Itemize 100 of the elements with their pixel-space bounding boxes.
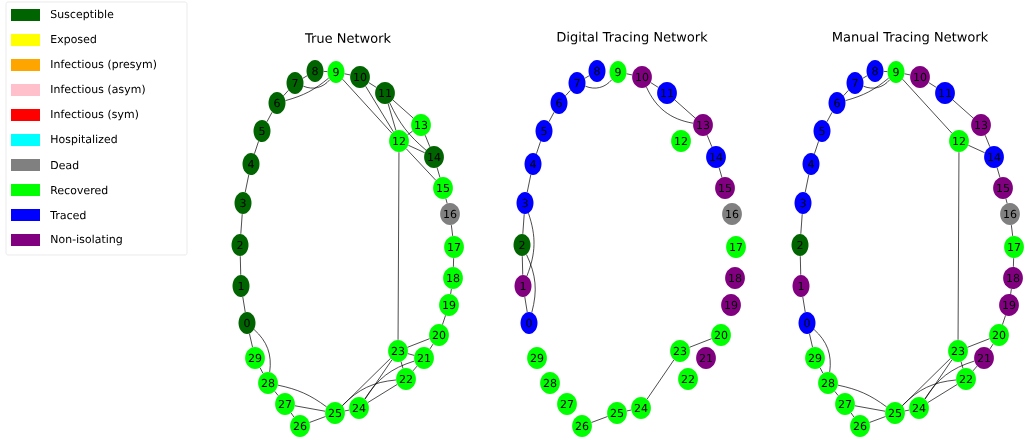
network-node: 23: [388, 340, 408, 362]
network-edge: [242, 296, 246, 313]
network-node: 25: [325, 402, 345, 424]
network-node: 17: [726, 236, 746, 258]
network-edge: [799, 255, 802, 276]
network-edge: [819, 367, 824, 374]
network-node: 22: [956, 368, 976, 390]
network-node: 28: [258, 372, 278, 394]
network-edge: [834, 390, 839, 397]
network-edge: [924, 359, 953, 400]
legend-label: Recovered: [51, 185, 108, 195]
network-node: 5: [535, 120, 553, 142]
network-node: 10: [910, 66, 930, 88]
network-edge: [368, 82, 377, 88]
network-node: 1: [792, 275, 810, 297]
network-node: 5: [813, 120, 831, 142]
network-edge: [548, 111, 555, 123]
network-node: 11: [935, 82, 955, 104]
network-edge: [845, 77, 890, 101]
network-edge: [902, 358, 951, 406]
network-node: 23: [670, 340, 690, 362]
network-node: 17: [444, 236, 464, 258]
network-edge: [809, 333, 813, 348]
network-edge: [436, 167, 441, 178]
network-edge: [826, 111, 833, 123]
network-edge: [365, 85, 394, 133]
legend-label: Traced: [50, 210, 86, 220]
network-node: 16: [722, 203, 742, 225]
network-edge: [303, 79, 331, 89]
network-edge: [904, 73, 911, 76]
network-node: 21: [696, 347, 716, 369]
network-edge: [837, 384, 887, 408]
network-edge: [240, 213, 243, 235]
network-node: 6: [550, 92, 568, 114]
network-node: 9: [609, 61, 627, 83]
network-node: 15: [433, 177, 453, 199]
network-node: 14: [984, 146, 1004, 168]
network-edge: [869, 416, 886, 423]
network-node: 16: [440, 203, 460, 225]
network-node: 14: [424, 146, 444, 168]
legend-label: Non-isolating: [51, 234, 122, 246]
network-node: 29: [805, 347, 825, 369]
network-node: 9: [887, 61, 905, 83]
network-node: 9: [327, 61, 345, 83]
network-edge: [342, 358, 391, 406]
network-node: 18: [1003, 267, 1023, 289]
network-node: 7: [286, 72, 304, 94]
network-edge: [883, 71, 888, 72]
network-node: 12: [389, 130, 409, 152]
network-edge: [1011, 224, 1013, 237]
network-edge: [646, 86, 694, 124]
network-edge: [249, 333, 253, 348]
network-node: 24: [631, 397, 651, 419]
panel-title: Manual Tracing Network: [833, 31, 989, 45]
network-edge: [253, 329, 271, 373]
network-edge: [290, 412, 295, 418]
network-node: 4: [524, 153, 542, 175]
network-edge: [674, 99, 696, 119]
network-edge: [412, 365, 418, 372]
network-node: 4: [242, 153, 260, 175]
network-edge: [689, 338, 712, 348]
network-edge: [626, 73, 633, 76]
network-node: 10: [350, 66, 370, 88]
network-edge: [904, 409, 910, 412]
network-edge: [928, 82, 937, 88]
network-node: 5: [253, 120, 271, 142]
network-node: 7: [846, 72, 864, 94]
network-node: 2: [513, 234, 531, 256]
network-node: 15: [715, 177, 735, 199]
network-edge: [718, 167, 723, 178]
network-edge: [863, 79, 891, 89]
network-node: 3: [516, 192, 534, 214]
network-node: 18: [443, 267, 463, 289]
network-node: 26: [850, 415, 870, 437]
network-node: 22: [678, 368, 698, 390]
network-node: 19: [999, 294, 1019, 316]
network-edge: [996, 167, 1001, 178]
network-edge: [984, 134, 991, 148]
network-edge: [706, 134, 713, 148]
network-edge: [972, 365, 978, 372]
network-node: 17: [1004, 236, 1024, 258]
network-edge: [244, 174, 250, 193]
network-node: 27: [557, 393, 577, 415]
panel-title: True Network: [304, 32, 391, 44]
network-node: 6: [828, 92, 846, 114]
network-node: 28: [818, 372, 838, 394]
network-edge: [342, 379, 397, 406]
network-edge: [526, 212, 535, 277]
network-node: 13: [411, 114, 431, 136]
network-edge: [309, 416, 326, 423]
network-node: 23: [948, 340, 968, 362]
legend-label: Exposed: [51, 34, 96, 46]
network-edge: [407, 353, 415, 356]
network-node: 7: [568, 72, 586, 94]
network-edge: [957, 151, 960, 341]
network-edge: [850, 412, 855, 418]
network-node: 13: [693, 114, 713, 136]
network-edge: [924, 360, 975, 400]
network-node: 21: [974, 347, 994, 369]
network-node: 3: [794, 192, 812, 214]
